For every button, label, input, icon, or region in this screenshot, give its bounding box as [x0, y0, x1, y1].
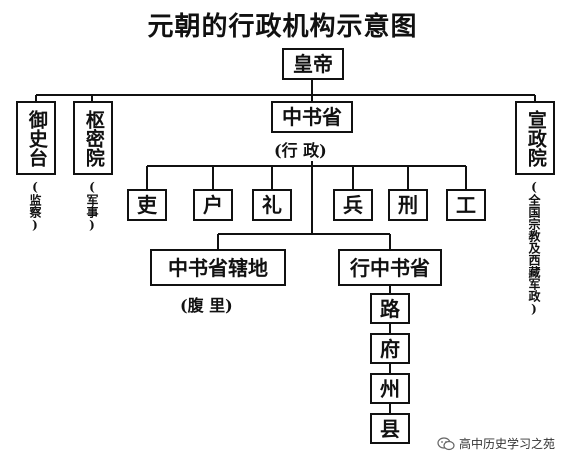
fu-box: 府 [370, 333, 410, 364]
zhou-label: 州 [380, 376, 400, 401]
fu-label: 府 [380, 336, 400, 361]
emperor-label: 皇帝 [293, 52, 333, 76]
ministry-label: 兵 [343, 193, 363, 217]
ministry-label: 工 [456, 193, 476, 217]
ministry-label: 礼 [262, 193, 282, 217]
source-watermark: 高中历史学习之苑 [437, 435, 555, 452]
zhou-box: 州 [370, 373, 410, 404]
ministry-label: 刑 [398, 193, 418, 217]
xian-box: 县 [370, 413, 410, 444]
zhongshusheng-box: 中书省 [271, 101, 353, 133]
xuanzhengyuan-box: 宣政院 [515, 101, 555, 175]
zhongshu-territory-note: (腹 里) [180, 296, 233, 315]
yushitai-box: 御史台 [16, 101, 56, 175]
lu-label: 路 [380, 296, 400, 321]
ministry-li-rites-box: 礼 [252, 189, 292, 221]
ministry-bing-box: 兵 [333, 189, 373, 221]
xuanzhengyuan-label: 宣政院 [524, 109, 547, 167]
lu-box: 路 [370, 293, 410, 324]
xingzhongshusheng-label: 行中书省 [350, 255, 430, 280]
diagram-title: 元朝的行政机构示意图 [147, 12, 418, 42]
xuanzhengyuan-note: (全国宗教及西藏军政) [527, 180, 541, 316]
xian-label: 县 [380, 416, 400, 441]
ministry-gong-box: 工 [446, 189, 486, 221]
ministry-li-box: 吏 [127, 189, 167, 221]
wechat-icon [437, 436, 455, 450]
zhongshusheng-label: 中书省 [282, 105, 342, 129]
yushitai-label: 御史台 [25, 109, 48, 167]
shumiyuan-box: 枢密院 [73, 101, 113, 175]
ministry-hu-box: 户 [193, 189, 233, 221]
source-label: 高中历史学习之苑 [458, 437, 555, 451]
shumiyuan-label: 枢密院 [82, 109, 105, 167]
xingzhongshusheng-box: 行中书省 [338, 249, 442, 286]
ministry-label: 户 [203, 193, 223, 217]
emperor-box: 皇帝 [282, 48, 344, 80]
ministry-label: 吏 [137, 193, 157, 217]
zhongshu-territory-box: 中书省辖地 [150, 249, 286, 286]
zhongshusheng-note: (行 政) [272, 137, 329, 161]
zhongshu-territory-label: 中书省辖地 [168, 255, 268, 280]
yushitai-note: (监察) [28, 180, 42, 232]
ministry-xing-box: 刑 [388, 189, 428, 221]
shumiyuan-note: (军事) [85, 180, 99, 232]
